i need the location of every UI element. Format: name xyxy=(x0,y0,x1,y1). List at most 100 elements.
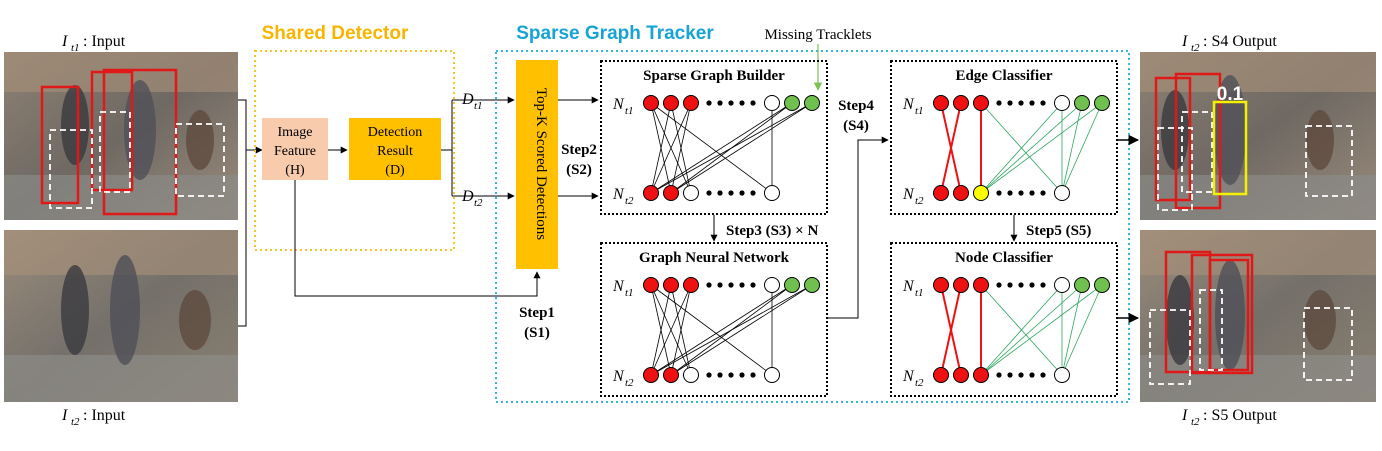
shared-detector-title: Shared Detector xyxy=(262,23,409,44)
ellipsis-dot xyxy=(1029,190,1035,196)
detection-box xyxy=(1174,72,1222,210)
graph-edge xyxy=(980,284,1103,376)
step1-line1: Step1 xyxy=(519,305,555,321)
panel-title: Edge Classifier xyxy=(955,68,1052,84)
node-label-subscript: t1 xyxy=(625,287,634,299)
input-bracket xyxy=(238,99,247,327)
ellipsis-dot xyxy=(706,282,712,288)
graph-node xyxy=(784,277,800,293)
step5-label: Step5 (S5) xyxy=(1026,223,1091,239)
arrow-feature-to-topk xyxy=(294,180,541,297)
graph-edge xyxy=(940,284,962,376)
input-image-bottom xyxy=(4,230,238,402)
dt1-label: D t1 xyxy=(461,91,483,112)
graph-edge xyxy=(650,102,692,194)
graph-node xyxy=(973,185,989,201)
ellipsis-dot xyxy=(706,190,712,196)
shared-detector-frame xyxy=(254,50,455,251)
input-image-top-label: I t1 : Input xyxy=(61,33,126,54)
graph-edge xyxy=(1061,284,1103,376)
graph-node xyxy=(933,367,949,383)
graph-edge xyxy=(980,102,1083,194)
output-top-text: : S4 Output xyxy=(1203,33,1277,50)
ellipsis-dot xyxy=(717,282,723,288)
ellipsis-dot xyxy=(739,372,745,378)
ellipsis-dot xyxy=(1018,190,1024,196)
detection-box xyxy=(40,85,80,205)
input-bottom-subscript: t2 xyxy=(71,416,80,428)
ellipsis-dot xyxy=(717,190,723,196)
step2-line2: (S2) xyxy=(566,162,592,178)
graph-node xyxy=(784,95,800,111)
ellipsis-dot xyxy=(1018,282,1024,288)
topk-label: Top-K Scored Detections xyxy=(533,88,549,240)
graph-node xyxy=(764,95,780,111)
graph-edge xyxy=(650,284,813,376)
graph-node xyxy=(953,277,969,293)
graph-edge xyxy=(650,102,773,194)
graph-node xyxy=(1094,277,1110,293)
graph-node xyxy=(764,185,780,201)
dashed-box xyxy=(1199,289,1223,371)
dashed-box xyxy=(1157,127,1193,211)
graph-node xyxy=(953,367,969,383)
ellipsis-dot xyxy=(717,372,723,378)
input-top-subscript: t1 xyxy=(71,42,80,54)
graph-edge xyxy=(650,102,793,194)
detection-box-yellow xyxy=(1212,100,1248,196)
node-label-symbol: N xyxy=(902,278,915,295)
dt2-subscript: t2 xyxy=(474,197,483,209)
ellipsis-dot xyxy=(728,282,734,288)
graph-node xyxy=(804,277,820,293)
image-feature-box: Image Feature (H) xyxy=(262,118,328,180)
output-bottom-label: I t2 : S5 Output xyxy=(1181,407,1277,428)
ellipsis-dot xyxy=(1040,190,1046,196)
graph-edge xyxy=(1061,102,1083,194)
input-top-text: : Input xyxy=(83,33,126,50)
ellipsis-dot xyxy=(1029,282,1035,288)
graph-node xyxy=(1054,185,1070,201)
output-top-label: I t2 : S4 Output xyxy=(1181,33,1277,54)
input-top-symbol: I xyxy=(61,33,68,50)
ellipsis-dot xyxy=(1040,372,1046,378)
node-label-subscript: t2 xyxy=(625,195,634,207)
yellow-box-score: 0.1 xyxy=(1217,84,1244,105)
ellipsis-dot xyxy=(1007,190,1013,196)
graph-node xyxy=(643,95,659,111)
ellipsis-dot xyxy=(739,190,745,196)
ellipsis-dot xyxy=(750,100,756,106)
step2-line1: Step2 xyxy=(561,142,597,158)
dashed-box xyxy=(99,111,131,193)
ellipsis-dot xyxy=(717,100,723,106)
ellipsis-dot xyxy=(750,372,756,378)
node-label-symbol: N xyxy=(612,186,625,203)
graph-node xyxy=(1054,277,1070,293)
graph-edge xyxy=(650,102,813,194)
node-label-symbol: N xyxy=(612,96,625,113)
ellipsis-dot xyxy=(728,190,734,196)
ellipsis-dot xyxy=(728,372,734,378)
dt1-subscript: t1 xyxy=(474,100,483,112)
graph-node xyxy=(953,185,969,201)
detection-box xyxy=(1190,253,1254,375)
ellipsis-dot xyxy=(750,282,756,288)
sparse-graph-tracker-title: Sparse Graph Tracker xyxy=(516,23,714,44)
graph-node xyxy=(683,95,699,111)
graph-edge xyxy=(650,284,672,376)
graph-node xyxy=(973,367,989,383)
graph-edge xyxy=(1061,102,1103,194)
output-bottom-subscript: t2 xyxy=(1191,416,1200,428)
graph-edge xyxy=(980,284,1083,376)
panel-edge-classifier: Edge Classifier xyxy=(890,60,1118,215)
node-label-symbol: N xyxy=(902,186,915,203)
node-label-subscript: t1 xyxy=(625,105,634,117)
graph-edge xyxy=(1061,284,1083,376)
input-bottom-symbol: I xyxy=(61,407,68,424)
graph-edge xyxy=(940,102,962,194)
ellipsis-dot xyxy=(1029,100,1035,106)
graph-node xyxy=(764,367,780,383)
ellipsis-dot xyxy=(1007,372,1013,378)
